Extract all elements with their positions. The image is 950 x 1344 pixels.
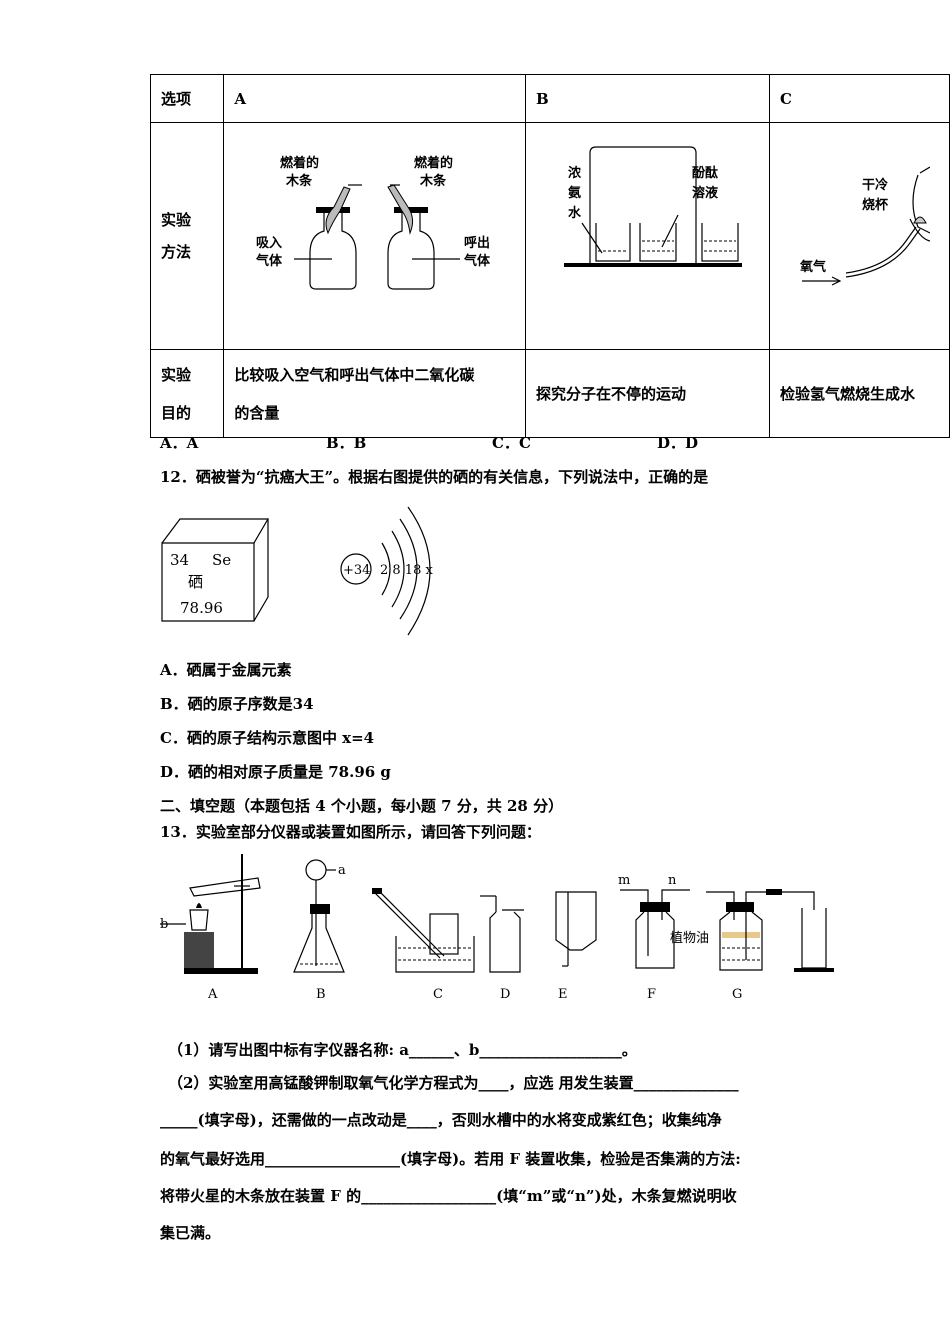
q13-sub2-line2: _____(填字母)，还需做的一点改动是____，否则水槽中的水将变成紫红色；收… [160, 1111, 722, 1129]
label-a-right-side2: 气体 [464, 253, 491, 269]
label-b-left1: 浓 [568, 165, 582, 181]
label-a-right-side1: 呼出 [464, 235, 490, 251]
q13-sub2-line4: 将带火星的木条放在装置 F 的__________________(填“m”或“… [160, 1187, 737, 1205]
apparatus-c-icon [372, 888, 475, 973]
purpose-c: 检验氢气燃烧生成水 [768, 349, 950, 438]
lab-apparatus-figure: b A a B C D E m [160, 854, 834, 1002]
label-a-left-top1: 燃着的 [280, 155, 319, 171]
apparatus-d-icon [480, 895, 524, 973]
label-a-right-top1: 燃着的 [414, 155, 453, 171]
element-number: 34 [170, 551, 189, 569]
apparatus-f-icon [620, 889, 690, 969]
q11-option-b[interactable]: B．B [326, 434, 367, 452]
nucleus-icon [340, 553, 372, 585]
nucleus-charge: +34 [343, 563, 370, 578]
q13-sub2-line5: 集已满。 [160, 1224, 221, 1242]
cold-beaker-icon [912, 166, 931, 234]
method-c-figure: 干冷 烧杯 氧气 [768, 122, 950, 350]
breath-comparison-diagram: 燃着的 木条 燃着的 木条 吸入 气体 呼出 气体 [256, 155, 491, 290]
mark-m: m [618, 873, 630, 888]
label-d: D [500, 987, 510, 1002]
apparatus-a-icon [160, 854, 261, 974]
mark-b: b [160, 917, 168, 932]
q12-option-b[interactable]: B．硒的原子序数是34 [160, 695, 314, 713]
label-b-left3: 水 [568, 205, 582, 221]
label-a-right-top2: 木条 [419, 173, 447, 189]
element-symbol: Se [212, 551, 231, 569]
label-c: C [433, 987, 443, 1002]
label-c-gas: 氧气 [799, 259, 826, 275]
header-c: C [768, 74, 950, 123]
q13-sub2-line1: （2）实验室用高锰酸钾制取氧气化学方程式为____，应选 用发生装置______… [168, 1074, 739, 1092]
label-e: E [558, 987, 568, 1002]
q12-stem: 12．硒被誉为“抗癌大王”。根据右图提供的硒的有关信息，下列说法中，正确的是 [160, 468, 709, 486]
experiment-table: 选项 A B C 实验 方法 燃着的 木条 [149, 74, 950, 438]
mark-oil: 植物油 [670, 931, 709, 946]
label-b-right2: 溶液 [692, 185, 718, 201]
q13-stem: 13．实验室部分仪器或装置如图所示，请回答下列问题： [160, 823, 541, 841]
method-label: 实验 方法 [149, 122, 225, 350]
molecule-motion-diagram: 浓 氨 水 酚酞 溶液 [563, 146, 742, 267]
header-option: 选项 [149, 74, 225, 123]
label-b-right1: 酚酞 [692, 165, 719, 181]
q13-sub2-line3: 的氧气最好选用__________________(填字母)。若用 F 装置收集… [160, 1150, 741, 1168]
large-beaker-icon [589, 146, 697, 263]
selenium-info-figure: 34 Se 硒 78.96 +34 2 8 18 x [161, 506, 433, 636]
header-b: B [524, 74, 770, 123]
intake-bottle-icon [309, 213, 357, 290]
q11-option-d[interactable]: D．D [657, 434, 699, 452]
label-c-top2: 烧杯 [862, 197, 889, 213]
element-name: 硒 [188, 573, 203, 591]
section-heading: 二、填空题（本题包括 4 个小题，每小题 7 分，共 28 分） [160, 797, 564, 815]
label-a: A [207, 987, 218, 1002]
label-a-left-side2: 气体 [256, 253, 283, 269]
q12-option-d[interactable]: D．硒的相对原子质量是 78.96 g [160, 763, 391, 781]
exhale-bottle-icon [387, 213, 435, 290]
apparatus-b-icon [293, 859, 345, 973]
apparatus-g-icon [706, 889, 834, 972]
apparatus-e-icon [555, 891, 597, 967]
purpose-label: 实验 目的 [149, 349, 225, 438]
purpose-b: 探究分子在不停的运动 [524, 349, 770, 438]
label-b: B [316, 987, 326, 1002]
label-a-left-top2: 木条 [285, 173, 313, 189]
label-b-left2: 氨 [567, 185, 581, 201]
label-c-top1: 干冷 [862, 177, 888, 193]
q12-option-a[interactable]: A．硒属于金属元素 [160, 661, 292, 679]
header-a: A [223, 74, 526, 123]
label-a-left-side1: 吸入 [256, 236, 282, 251]
q11-option-c[interactable]: C．C [492, 434, 531, 452]
purpose-a: 比较吸入空气和呼出气体中二氧化碳 的含量 [223, 349, 526, 438]
hydrogen-combustion-diagram: 干冷 烧杯 氧气 [799, 166, 931, 286]
label-g: G [732, 987, 742, 1002]
element-mass: 78.96 [180, 599, 223, 617]
method-b-figure: 浓 氨 水 酚酞 溶液 [524, 122, 770, 350]
mark-n: n [668, 873, 677, 888]
q12-option-c[interactable]: C．硒的原子结构示意图中 x=4 [160, 729, 375, 747]
method-a-figure: 燃着的 木条 燃着的 木条 吸入 气体 呼出 气体 [223, 122, 526, 350]
q13-sub1: （1）请写出图中标有字仪器名称: a______、b______________… [168, 1041, 637, 1059]
mark-a: a [338, 863, 346, 878]
electron-shells: 2 8 18 x [380, 563, 433, 578]
label-f: F [647, 987, 656, 1002]
q11-option-a[interactable]: A．A [160, 434, 199, 452]
